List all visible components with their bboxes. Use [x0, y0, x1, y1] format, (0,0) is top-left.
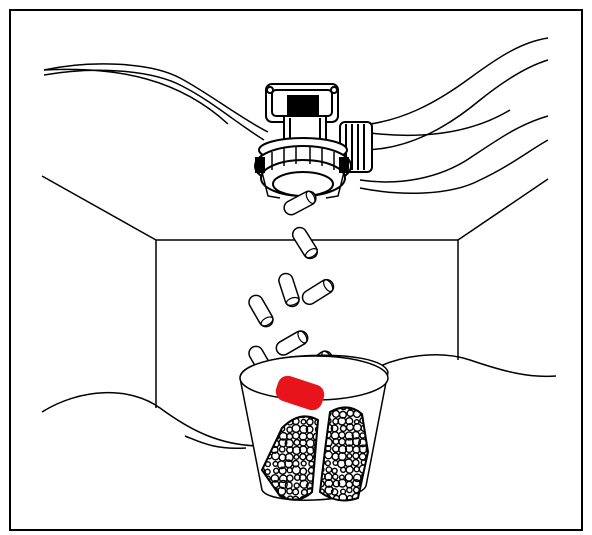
pellet-6 — [275, 330, 309, 356]
frame-border — [9, 9, 583, 531]
pellet-3 — [278, 272, 300, 308]
floor-wave-lower — [184, 435, 247, 450]
pellet-2 — [291, 226, 319, 260]
porous-media-blocks — [260, 406, 370, 502]
highlighted-pellet — [275, 375, 325, 411]
pellet-5 — [248, 294, 274, 328]
falling-pellets — [248, 190, 335, 379]
pellet-4 — [301, 278, 335, 306]
pellet-1 — [283, 190, 317, 216]
floor-wave — [41, 354, 557, 447]
suction-hose — [43, 37, 549, 195]
vacuum-nozzle-fitting — [254, 83, 373, 199]
